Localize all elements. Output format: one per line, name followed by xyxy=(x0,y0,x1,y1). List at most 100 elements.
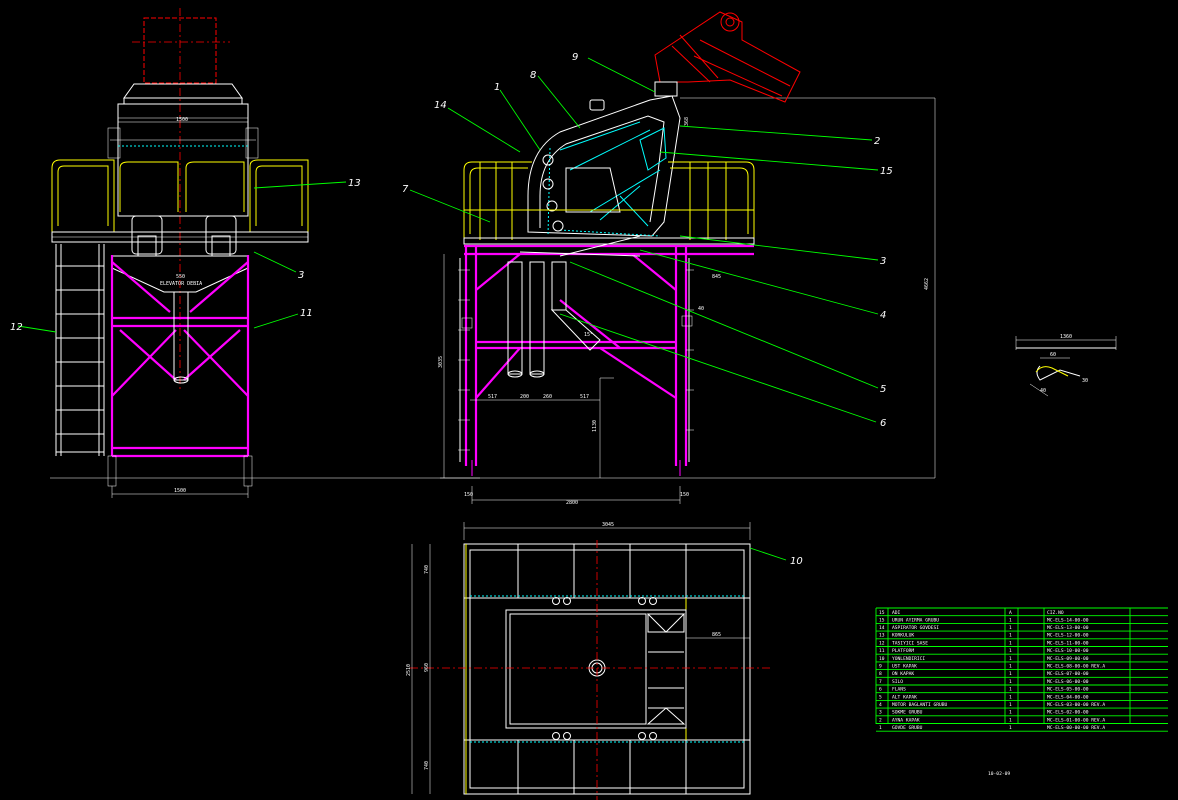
side-railing xyxy=(463,161,755,240)
dim-side-small: 40 xyxy=(698,306,704,312)
bom-row-code: MC-ELS-12-00-00 xyxy=(1047,633,1089,639)
bom-row-qty: 1 xyxy=(1009,664,1012,670)
dim-side-right-foot: 150 xyxy=(680,492,689,498)
callout-14: 14 xyxy=(434,100,447,111)
plan-view: 3045 2510 740 960 740 865 xyxy=(406,522,770,800)
bom-row-no: 14 xyxy=(879,625,885,631)
dim-side-angle: 15° xyxy=(584,332,593,338)
bom-row-code: MC-ELS-08-00-00 REV.A xyxy=(1047,664,1105,670)
bom-row-name: SOKME GRUBU xyxy=(892,710,923,716)
side-view: 4662 xyxy=(438,11,936,506)
bom-row-qty: 1 xyxy=(1009,671,1012,677)
dim-side-base: 2800 xyxy=(566,500,578,506)
bom-row-qty: 1 xyxy=(1009,694,1012,700)
dim-plan-row2: 960 xyxy=(424,663,430,672)
dim-front-base: 1500 xyxy=(174,488,186,494)
bom-row-no: 8 xyxy=(879,671,882,677)
bom-row-code: MC-ELS-01-00-00 REV.A xyxy=(1047,717,1105,723)
dim-plan-depth: 2510 xyxy=(406,664,412,676)
bom-row-qty: 1 xyxy=(1009,617,1012,623)
bom-row-no: 15 xyxy=(879,617,885,623)
bom-row-qty: 1 xyxy=(1009,702,1012,708)
callout-4: 4 xyxy=(880,310,886,321)
bom-row-qty: 1 xyxy=(1009,625,1012,631)
callout-15: 15 xyxy=(880,166,893,177)
bom-row-code: MC-ELS-00-00-00 REV.A xyxy=(1047,725,1105,731)
bom-row-code: MC-ELS-09-00-00 xyxy=(1047,656,1089,662)
callout-10: 10 xyxy=(790,556,803,567)
bom-row-no: 5 xyxy=(879,694,882,700)
callout-3-front: 3 xyxy=(298,270,304,281)
dim-side-s3: 260 xyxy=(543,394,552,400)
callout-12: 12 xyxy=(10,322,23,333)
side-motor-assembly xyxy=(654,11,801,103)
bom-row-name: ASPIRATOR GOVDESI xyxy=(892,625,939,631)
dim-side-hood: 368 xyxy=(684,117,690,126)
bom-row-no: 3 xyxy=(879,710,882,716)
front-ladder xyxy=(55,244,105,456)
bom-header-code: CIZ.NO xyxy=(1047,610,1064,616)
callout-2: 2 xyxy=(874,136,880,147)
bom-header-name: ADI xyxy=(892,610,901,616)
dim-side-left-foot: 150 xyxy=(464,492,473,498)
dim-detail-c: 40 xyxy=(1040,388,1046,394)
bom-row-name: YONLENDIRICI xyxy=(892,656,925,662)
bom-row-qty: 1 xyxy=(1009,725,1012,731)
callout-6: 6 xyxy=(880,418,886,429)
bom-row-no: 13 xyxy=(879,633,885,639)
bom-row-qty: 1 xyxy=(1009,710,1012,716)
bom-row-name: ON KAPAK xyxy=(892,671,914,677)
callout-3-side: 3 xyxy=(880,256,886,267)
dim-detail-width: 1360 xyxy=(1060,334,1072,340)
bom-row-no: 11 xyxy=(879,648,885,654)
side-frame xyxy=(464,246,688,476)
bom-row-name: TASIYICI SASE xyxy=(892,640,928,646)
bom-row-name: PLATFORM xyxy=(892,648,914,654)
dim-plan-row1: 740 xyxy=(424,565,430,574)
callout-5: 5 xyxy=(880,384,886,395)
dim-front-mid: ELEVATOR DEBIA xyxy=(160,281,202,287)
bom-row-qty: 1 xyxy=(1009,687,1012,693)
bom-row-no: 10 xyxy=(879,656,885,662)
bom-row-code: MC-ELS-05-00-00 xyxy=(1047,687,1089,693)
dim-side-height: 4662 xyxy=(924,278,930,290)
bom-header-no: 15 xyxy=(879,610,885,616)
bom-row-qty: 1 xyxy=(1009,656,1012,662)
bom-row-qty: 1 xyxy=(1009,640,1012,646)
bom-row-no: 4 xyxy=(879,702,882,708)
front-view: 1500 1500 ELEVATOR DEBIA 550 xyxy=(50,8,480,498)
bom-row-qty: 1 xyxy=(1009,717,1012,723)
dim-front-inner: 550 xyxy=(176,274,185,280)
bom-row-code: MC-ELS-07-00-00 xyxy=(1047,671,1089,677)
bom-row-name: KORKULUK xyxy=(892,633,914,639)
front-frame xyxy=(110,255,250,458)
bom-row-no: 9 xyxy=(879,664,882,670)
dim-side-leg: 3035 xyxy=(438,356,444,368)
bom-row-code: MC-ELS-03-00-00 REV.A xyxy=(1047,702,1105,708)
bom-row-name: ALT KAPAK xyxy=(892,694,917,700)
bom-row-no: 2 xyxy=(879,717,882,723)
detail-view: 1360 60 30 40 xyxy=(1015,334,1117,397)
bom-row-no: 12 xyxy=(879,640,885,646)
dim-front-top: 1500 xyxy=(176,117,188,123)
bom-row-code: MC-ELS-11-00-00 xyxy=(1047,640,1089,646)
bom-row-code: MC-ELS-02-00-00 xyxy=(1047,710,1089,716)
bom-row-no: 1 xyxy=(879,725,882,731)
callout-9: 9 xyxy=(572,52,578,63)
dim-plan-offset: 865 xyxy=(712,632,721,638)
bom-header-qty: A xyxy=(1009,610,1012,616)
dim-plan-top: 3045 xyxy=(602,522,614,528)
bom-row-code: MC-ELS-04-00-00 xyxy=(1047,694,1089,700)
callout-leaders xyxy=(17,57,879,561)
bom-row-qty: 1 xyxy=(1009,648,1012,654)
dim-side-s4: 517 xyxy=(580,394,589,400)
drawing-date: 10-02-09 xyxy=(988,771,1010,777)
bom-row-name: AYNA KAPAK xyxy=(892,717,920,723)
dim-side-lower: 1130 xyxy=(592,420,598,432)
dim-side-s2: 200 xyxy=(520,394,529,400)
bom-row-code: MC-ELS-14-00-00 xyxy=(1047,617,1089,623)
dim-detail-b: 30 xyxy=(1082,378,1088,384)
callout-13: 13 xyxy=(348,178,361,189)
